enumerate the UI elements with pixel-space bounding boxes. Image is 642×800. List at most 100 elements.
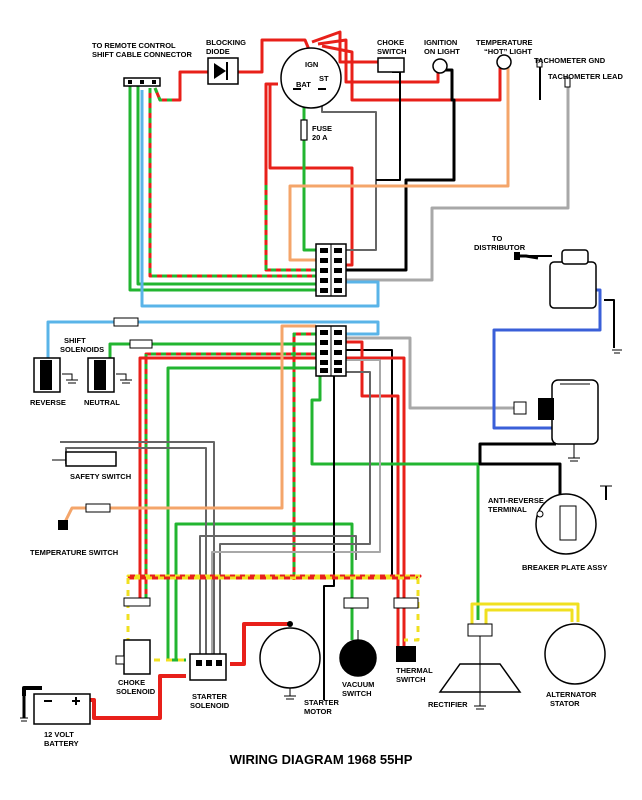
blocking-diode-label-2: DIODE [206,47,230,56]
tan-wire-temp-light [288,68,510,262]
gray-wire-lower [346,336,520,410]
neutral-solenoid [87,357,132,393]
ignition-light-label-2: ON LIGHT [424,47,460,56]
black-wire-distributor-gnd [604,299,615,348]
choke-solenoid-label-2: SOLENOID [116,687,156,696]
red-green-wire-remote-dash [153,87,172,102]
thermal-switch-label-2: SWITCH [396,675,426,684]
yellow-wire-right [404,578,420,642]
starter-solenoid-label-2: SOLENOID [190,701,230,710]
starter-solenoid [189,653,227,681]
red-wire-ign-light [317,38,440,84]
red-battery-cable [78,674,186,720]
inline-connector-rectifier [467,623,493,637]
shift-solenoids-label-1: SHIFT [64,336,86,345]
safety-switch [52,451,117,467]
starter-motor-label-2: MOTOR [304,707,332,716]
red-green-wire-choke [144,352,316,600]
inline-connector-shift-2 [129,339,153,349]
yellow-wire-rectifier-1 [470,602,580,624]
gray-wire-starter-2 [60,441,357,656]
ignition-light [432,58,448,74]
vacuum-switch [339,630,377,677]
distributor [514,249,622,354]
temperature-switch-label: TEMPERATURE SWITCH [30,548,119,557]
black-wire-choke [376,71,401,181]
black-battery-cable [22,686,42,696]
choke-solenoid-label-1: CHOKE [118,678,146,687]
choke-switch-label-1: CHOKE [377,38,405,47]
alternator-stator-label-2: STATOR [550,699,580,708]
green-wire-remote-1 [128,84,316,292]
tach-lead-terminal [564,77,571,88]
rectifier [438,636,522,710]
temp-hot-light-label-2: “HOT” LIGHT [484,47,532,56]
battery-label-1: 12 VOLT [44,730,74,739]
terminal-block-upper [315,243,347,297]
remote-control-label-2: SHIFT CABLE CONNECTOR [92,50,192,59]
reverse-label: REVERSE [30,398,66,407]
ign-label: IGN [305,60,319,69]
inline-connector-distributor [513,401,527,415]
alternator-stator [544,623,606,685]
fuse-label-2: 20 A [312,133,328,142]
gray-wire-tach [346,86,570,282]
reverse-solenoid [33,357,78,393]
starter-motor-label-1: STARTER [304,698,339,707]
tach-gnd-terminal [536,59,543,68]
bat-label: BAT [296,80,311,89]
alternator-stator-label-1: ALTERNATOR [546,690,597,699]
green-wire-vacuum [174,522,354,660]
diagram-title: WIRING DIAGRAM 1968 55HP [229,752,413,767]
inline-connector-vacuum [343,597,369,609]
temp-hot-light-label-1: TEMPERATURE [476,38,533,47]
blue-wire-distributor [492,288,602,430]
ignition-coil [538,379,599,462]
inline-connector-temp [85,503,111,513]
components [20,47,622,725]
battery [20,693,91,725]
temperature-switch [58,520,68,530]
breaker-plate-label: BREAKER PLATE ASSY [522,563,608,572]
red-green-wire-remote-3-dash [148,88,316,278]
red-green-wire-choke-dash [144,352,316,600]
red-wire-lower-2 [346,356,406,646]
fuse-label-1: FUSE [312,124,333,133]
shift-solenoids-label-2: SOLENOIDS [60,345,105,354]
vacuum-switch-label-1: VACUUM [342,680,375,689]
breaker-plate [535,485,612,555]
green-wire-rectifier [310,372,480,620]
gray-wire-starter-4 [211,359,381,656]
red-wire-choke-2 [138,356,316,600]
tach-gnd-label: TACHOMETER GND [534,56,606,65]
thermal-switch [396,646,416,662]
st-label: ST [319,74,329,83]
anti-reverse-label-1: ANTI-REVERSE [488,496,544,505]
tan-wire-temp-switch [62,324,316,525]
red-green-wire-remote [153,87,172,102]
fuse [300,119,308,141]
temp-hot-light [496,54,512,70]
battery-label-2: BATTERY [44,739,79,748]
black-wire-breaker [478,442,562,500]
inline-connector-thermal [393,597,419,609]
rectifier-label: RECTIFIER [428,700,468,709]
yellow-wire-rectifier-2 [484,608,574,624]
vacuum-switch-label-2: SWITCH [342,689,372,698]
lightblue-wire-loop [140,90,380,308]
inline-connector-choke [123,597,151,607]
to-distributor-label-1: TO [492,234,503,243]
remote-connector [123,77,161,87]
safety-switch-label: SAFETY SWITCH [70,472,132,481]
red-wire-bat-dash [264,185,316,272]
gray-wire-starter-3 [219,371,371,656]
ignition-light-label-1: IGNITION [424,38,458,47]
remote-control-label-1: TO REMOTE CONTROL [92,41,176,50]
green-wire-shift [108,342,316,358]
neutral-label: NEUTRAL [84,398,120,407]
green-wire-remote-2 [136,84,316,286]
red-starter-cable [230,622,288,666]
starter-motor [259,621,321,700]
black-wire-ign-light [346,68,456,272]
